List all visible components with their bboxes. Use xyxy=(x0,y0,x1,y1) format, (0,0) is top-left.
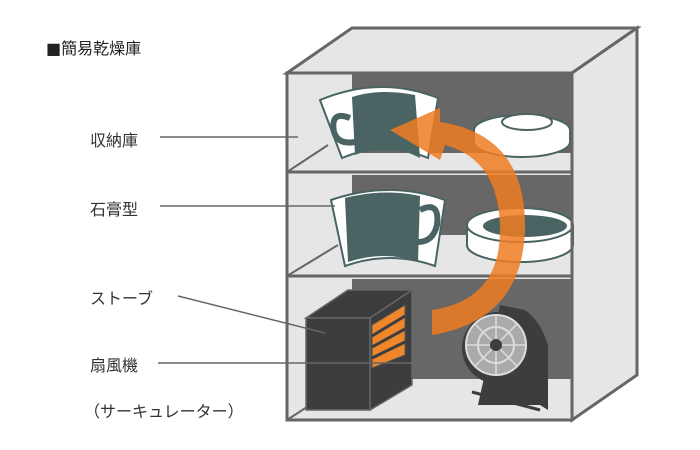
circulator-fan xyxy=(462,305,548,412)
plaster-cup-middle xyxy=(329,189,447,268)
cabinet-frame xyxy=(285,71,574,422)
cabinet-side xyxy=(570,25,639,423)
label-fan-note: （サーキュレーター） xyxy=(84,402,244,421)
shelf-edge xyxy=(286,244,339,277)
label-fan: 扇風機 xyxy=(90,356,139,375)
leader-line xyxy=(177,295,326,334)
plaster-plate xyxy=(473,113,571,158)
diagram-title: ■簡易乾燥庫 xyxy=(46,39,142,58)
label-storage: 収納庫 xyxy=(90,131,139,150)
label-plaster-mold: 石膏型 xyxy=(90,200,139,219)
label-stove: ストーブ xyxy=(90,289,154,308)
airflow-arrow xyxy=(390,108,526,335)
shelf-edge xyxy=(286,144,329,173)
stove xyxy=(303,288,415,412)
